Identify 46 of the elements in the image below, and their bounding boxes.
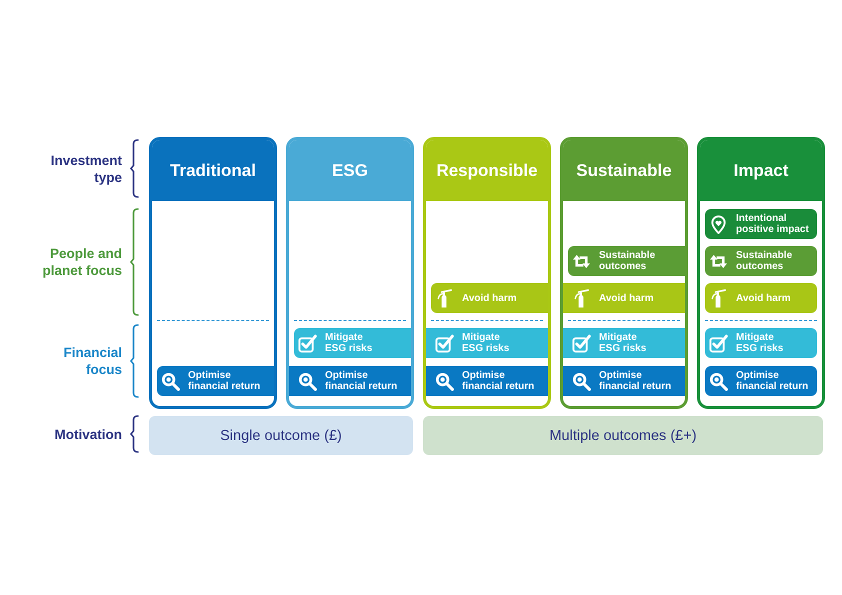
focus-bar (289, 366, 411, 396)
focus-bar (568, 246, 685, 276)
focus-bar (705, 246, 817, 276)
focus-bar (157, 366, 274, 396)
column-card (697, 137, 825, 409)
column-card (286, 137, 414, 409)
column-header: Sustainable (563, 140, 685, 201)
bar-label: Avoid harm (599, 292, 655, 304)
focus-bar (705, 328, 817, 358)
bar-label: Mitigate ESG risks (736, 332, 784, 354)
row-label: Financial focus (62, 344, 122, 378)
column-card (423, 137, 551, 409)
bar-label: Optimise financial return (325, 370, 398, 392)
column-card (149, 137, 277, 409)
bar-label: Mitigate ESG risks (325, 332, 374, 354)
focus-bar (563, 328, 685, 358)
row-label: Motivation (54, 426, 122, 442)
bar-label: Mitigate ESG risks (599, 332, 648, 354)
focus-bar (294, 328, 411, 358)
focus-bar (426, 366, 548, 396)
column-header: Impact (700, 140, 822, 201)
column-header: Responsible (426, 140, 548, 201)
bar-label: Optimise financial return (599, 370, 672, 392)
focus-bar (563, 366, 685, 396)
focus-bar (705, 283, 817, 313)
focus-bar (426, 328, 548, 358)
row-label: Investment type (50, 152, 122, 186)
outcome-band: Single outcome (£) (149, 416, 413, 455)
focus-bar (705, 366, 817, 396)
column-header: ESG (289, 140, 411, 201)
bar-label: Sustainable outcomes (736, 250, 794, 272)
bar-label: Mitigate ESG risks (462, 332, 510, 354)
bar-label: Sustainable outcomes (599, 250, 656, 272)
column-card (560, 137, 688, 409)
bar-label: Optimise financial return (736, 370, 810, 392)
bar-label: Intentional positive impact (736, 213, 810, 235)
bar-label: Avoid harm (736, 292, 792, 304)
column-header: Traditional (152, 140, 274, 201)
focus-bar (563, 283, 685, 313)
bar-label: Optimise financial return (188, 370, 262, 392)
focus-bar (431, 283, 548, 313)
focus-bar (705, 209, 817, 239)
row-label: People and planet focus (41, 245, 122, 279)
bar-label: Optimise financial return (462, 370, 536, 392)
bar-label: Avoid harm (462, 292, 518, 304)
outcome-band: Multiple outcomes (£+) (423, 416, 823, 455)
